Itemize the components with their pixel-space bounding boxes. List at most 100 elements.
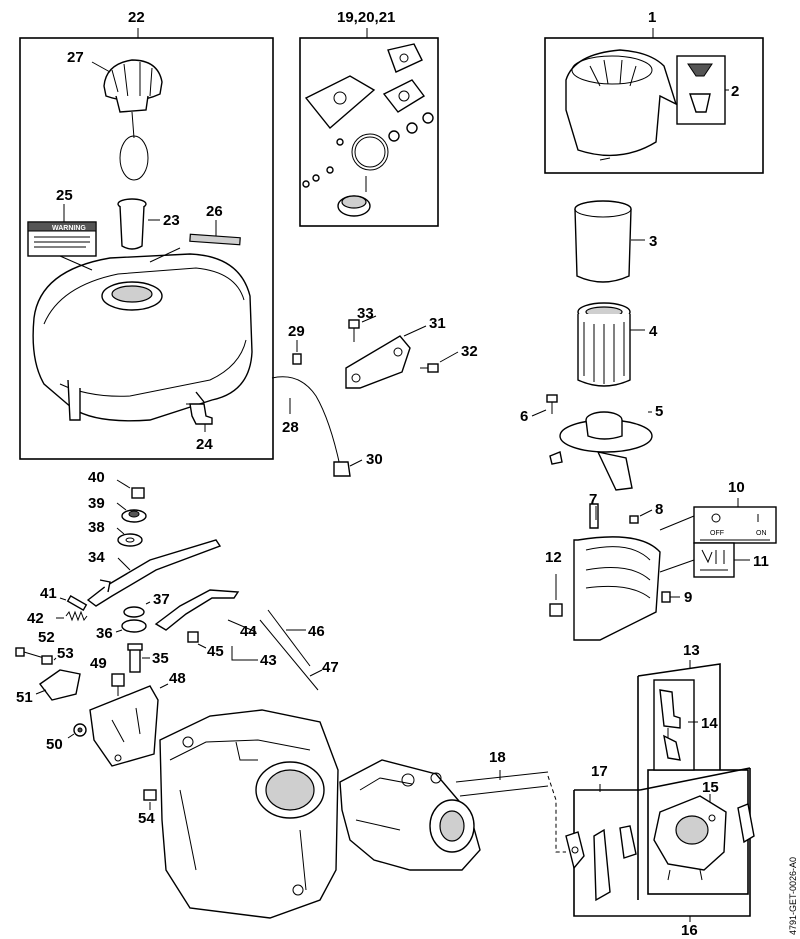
callout-13: 13 <box>683 642 700 659</box>
callout-29: 29 <box>288 323 305 340</box>
callout-46: 46 <box>308 623 325 640</box>
bracket-nut-32 <box>420 363 439 373</box>
callout-7: 7 <box>589 491 597 508</box>
callout-37: 37 <box>153 591 170 608</box>
callout-19-20-21: 19,20,21 <box>337 9 395 26</box>
callout-40: 40 <box>88 469 105 486</box>
air-cleaner-cover <box>565 49 678 161</box>
callout-10: 10 <box>728 479 745 496</box>
callout-51: 51 <box>16 689 33 706</box>
callout-39: 39 <box>88 495 105 512</box>
callout-42: 42 <box>27 610 44 627</box>
callout-53: 53 <box>57 645 74 662</box>
pre-filter <box>574 200 632 283</box>
document-id: 4791-GET-0026-A0 <box>788 857 798 935</box>
bolt-53 <box>41 655 53 665</box>
fuel-tank-group: 22 27 WARNING 25 23 <box>19 9 274 460</box>
nut-50 <box>73 723 87 737</box>
mount-bracket-group: 31 33 32 29 28 30 <box>271 305 478 477</box>
callout-6: 6 <box>520 408 528 425</box>
callout-48: 48 <box>169 670 186 687</box>
carb-gaskets <box>565 803 755 902</box>
callout-45: 45 <box>207 643 224 660</box>
callout-30: 30 <box>366 451 383 468</box>
group-frame-22 <box>19 37 274 460</box>
callout-1: 1 <box>648 9 656 26</box>
shroud-nut-12 <box>549 603 563 617</box>
pin-41 <box>66 594 88 612</box>
warning-label-title: WARNING <box>52 225 86 232</box>
cylinder-head <box>339 759 481 871</box>
callout-8: 8 <box>655 501 663 518</box>
callout-31: 31 <box>429 315 446 332</box>
shroud-group: 7 8 9 12 OFF ON 10 <box>545 479 777 641</box>
callout-5: 5 <box>655 403 663 420</box>
group-frame-19-21 <box>299 37 439 227</box>
callout-3: 3 <box>649 233 657 250</box>
callout-47: 47 <box>322 659 339 676</box>
mount-bracket <box>345 335 411 389</box>
bracket-bolt-33 <box>348 319 360 342</box>
callout-17: 17 <box>591 763 608 780</box>
callout-23: 23 <box>163 212 180 229</box>
spring-washer-39 <box>121 509 147 523</box>
callout-18: 18 <box>489 749 506 766</box>
callout-49: 49 <box>90 655 107 672</box>
warning-label: WARNING <box>27 221 97 257</box>
spring-42 <box>65 610 88 622</box>
callout-26: 26 <box>206 203 223 220</box>
fuel-tank <box>32 253 253 422</box>
lock-nut-40 <box>131 487 145 499</box>
callout-12: 12 <box>545 549 562 566</box>
switch-label-on: ON <box>756 530 767 537</box>
group-frame-13 <box>637 663 721 770</box>
bolt-49 <box>111 673 125 696</box>
callout-50: 50 <box>46 736 63 753</box>
fuel-strainer <box>117 198 147 250</box>
control-linkage-group: 40 39 38 34 41 42 37 36 <box>15 469 339 827</box>
callout-35: 35 <box>152 650 169 667</box>
callout-24: 24 <box>196 436 213 453</box>
callout-41: 41 <box>40 585 57 602</box>
base-bolt <box>546 394 558 414</box>
callout-2: 2 <box>731 83 739 100</box>
callout-36: 36 <box>96 625 113 642</box>
callout-28: 28 <box>282 419 299 436</box>
callout-54: 54 <box>138 810 155 827</box>
callout-33: 33 <box>357 305 374 322</box>
studs-18 <box>455 771 549 797</box>
callout-27: 27 <box>67 49 84 66</box>
carburetor-group: 16 13 14 15 17 <box>547 642 755 939</box>
bracket-51 <box>39 669 81 701</box>
group-frame-1 <box>544 37 764 174</box>
switch-label-off: OFF <box>710 530 724 537</box>
air-cleaner-cover-group: 1 2 <box>544 9 764 174</box>
bolt-52 <box>15 647 45 659</box>
shroud <box>573 503 661 641</box>
callout-15: 15 <box>702 779 719 796</box>
bolt-54 <box>143 789 157 801</box>
air-filter-stack: 3 4 5 6 <box>520 200 663 491</box>
callout-44: 44 <box>240 623 257 640</box>
fuel-valve <box>186 403 213 425</box>
callout-14: 14 <box>701 715 718 732</box>
switch-label: OFF ON <box>693 506 777 544</box>
gasket-parts <box>302 43 434 217</box>
callout-43: 43 <box>260 652 277 669</box>
callout-4: 4 <box>649 323 658 340</box>
choke-label <box>693 542 735 578</box>
callout-9: 9 <box>684 589 692 606</box>
callout-32: 32 <box>461 343 478 360</box>
rod-47 <box>259 619 319 691</box>
tank-strap <box>189 233 241 246</box>
cover-clip <box>687 63 713 113</box>
stud-35 <box>127 643 143 673</box>
callout-22: 22 <box>128 9 145 26</box>
carburetor <box>653 795 727 881</box>
shroud-screw-8 <box>629 515 639 524</box>
callout-52: 52 <box>38 629 55 646</box>
callout-25: 25 <box>56 187 73 204</box>
air-cleaner-base <box>549 411 653 491</box>
callout-11: 11 <box>753 553 769 570</box>
